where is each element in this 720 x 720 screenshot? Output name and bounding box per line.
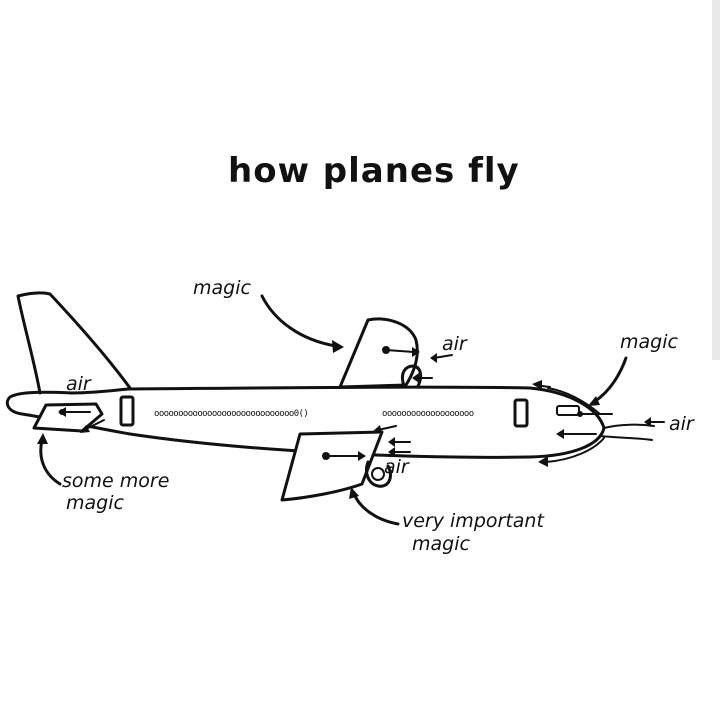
label-very-important-magic: magic: [412, 533, 470, 555]
cabin-windows-front: ooooooooooooooooooo: [382, 409, 474, 419]
arrow-some-more-magic: [39, 438, 62, 486]
engine-intake: [371, 467, 385, 481]
label-some-more-magic: magic: [66, 492, 124, 514]
tail-stabilizer: [32, 402, 104, 433]
label-magic-nose: magic: [620, 331, 678, 353]
label-air-engine: air: [384, 456, 410, 478]
label-very-important: very important: [402, 510, 545, 532]
airplane-drawing: ooooooooooooooooooooooooooooo0() ooooooo…: [5, 291, 606, 502]
rear-door: [119, 395, 135, 427]
arrow-very-important-magic: [352, 492, 400, 526]
label-air-wing: air: [442, 333, 468, 355]
label-air-tail: air: [66, 373, 92, 395]
label-some-more: some more: [62, 470, 169, 492]
diagram-title: how planes fly: [228, 151, 520, 191]
front-door: [513, 398, 529, 428]
lower-wing: [280, 430, 384, 502]
arrow-magic-nose: [592, 356, 628, 404]
label-magic-top: magic: [193, 277, 251, 299]
arrow-magic-top: [260, 294, 338, 348]
lower-engine: [364, 460, 392, 488]
cockpit-window: [556, 405, 580, 416]
arrows: [37, 294, 665, 526]
tail-fin: [16, 291, 132, 395]
upper-wing: [338, 317, 419, 389]
label-air-nose: air: [669, 413, 695, 435]
page-edge-strip: [712, 0, 720, 360]
cabin-windows-rear: ooooooooooooooooooooooooooooo0(): [154, 409, 308, 419]
